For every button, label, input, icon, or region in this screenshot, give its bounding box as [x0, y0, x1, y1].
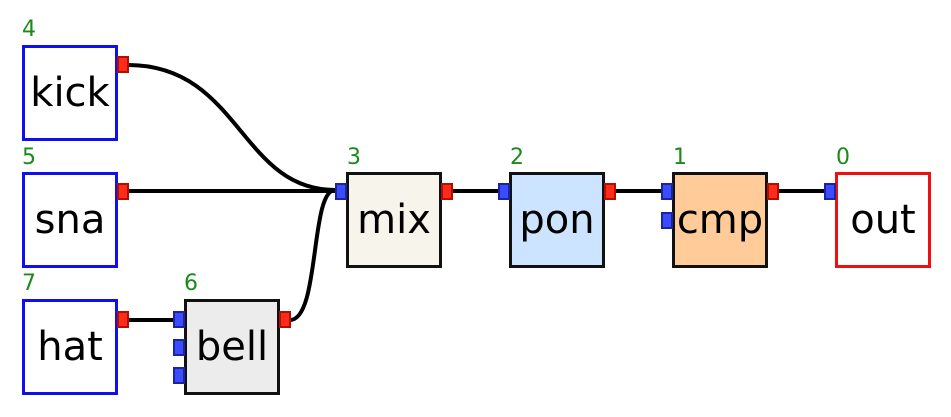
node-kick[interactable]: kick [22, 45, 118, 141]
node-index-out: 0 [836, 145, 850, 170]
node-index-mix: 3 [347, 145, 361, 170]
output-port-mix[interactable] [441, 183, 453, 200]
node-label-bell: bell [195, 324, 269, 370]
input-port-mix[interactable] [335, 183, 347, 200]
node-label-out: out [850, 197, 916, 243]
input-port-cmp-2[interactable] [661, 212, 673, 229]
wire-bell-to-mix [289, 188, 336, 322]
input-port-bell-3[interactable] [173, 367, 185, 384]
node-cmp[interactable]: cmp [672, 172, 768, 268]
node-index-cmp: 1 [673, 145, 687, 170]
node-index-bell: 6 [184, 271, 198, 296]
input-port-bell-1[interactable] [173, 311, 185, 328]
node-label-mix: mix [357, 197, 431, 243]
node-pon[interactable]: pon [509, 172, 605, 268]
input-port-out[interactable] [824, 183, 836, 200]
node-label-sna: sna [34, 197, 106, 243]
node-label-kick: kick [30, 70, 110, 116]
output-port-pon[interactable] [604, 183, 616, 200]
node-bell[interactable]: bell [184, 299, 280, 395]
output-port-bell[interactable] [279, 311, 291, 328]
input-port-pon[interactable] [498, 183, 510, 200]
node-index-kick: 4 [22, 17, 36, 42]
output-port-cmp[interactable] [767, 183, 779, 200]
node-index-hat: 7 [22, 271, 36, 296]
output-port-sna[interactable] [117, 183, 129, 200]
node-label-hat: hat [37, 324, 103, 370]
output-port-hat[interactable] [117, 311, 129, 328]
node-sna[interactable]: sna [22, 172, 118, 268]
node-mix[interactable]: mix [346, 172, 442, 268]
output-port-kick[interactable] [117, 56, 129, 73]
node-index-pon: 2 [510, 145, 524, 170]
input-port-cmp-1[interactable] [661, 183, 673, 200]
node-label-pon: pon [519, 197, 595, 243]
node-out[interactable]: out [835, 172, 931, 268]
node-hat[interactable]: hat [22, 299, 118, 395]
wire-kick-to-mix [127, 63, 336, 192]
node-index-sna: 5 [22, 145, 36, 170]
node-label-cmp: cmp [676, 197, 764, 243]
input-port-bell-2[interactable] [173, 339, 185, 356]
